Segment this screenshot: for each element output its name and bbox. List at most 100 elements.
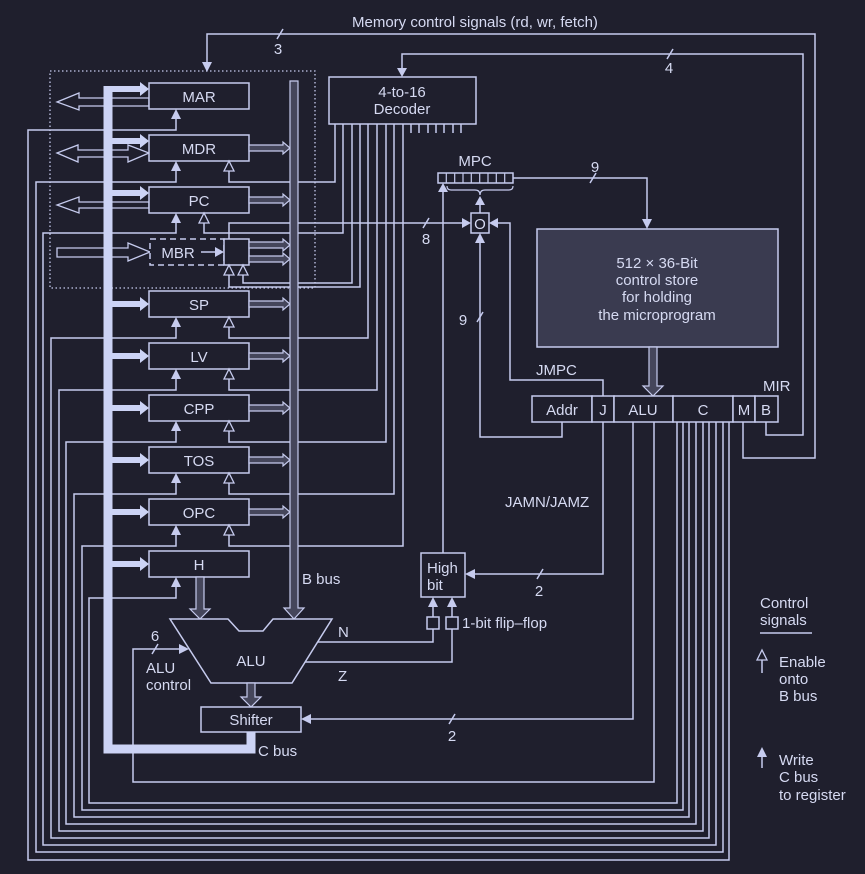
c-bus-arrow-h xyxy=(112,557,149,571)
register-sp: SP xyxy=(148,290,291,328)
mir-field-alu xyxy=(613,395,674,423)
register-mar: MAR xyxy=(148,82,250,119)
mir-field-c xyxy=(672,395,734,423)
decoder-unused-outputs xyxy=(410,124,462,133)
enable-b-bus-icon xyxy=(222,471,236,484)
enable-legend-icon xyxy=(755,648,769,661)
jmpc-line xyxy=(498,222,604,396)
jmpc-arrow xyxy=(489,218,498,228)
legend-write-3: to register xyxy=(779,787,846,804)
mir-label: MIR xyxy=(763,378,791,395)
decoder-label-1: 4-to-16 xyxy=(378,84,426,101)
register-pc: PC xyxy=(148,186,291,224)
write-c-bus-icon xyxy=(171,161,181,171)
register-label: PC xyxy=(189,193,210,210)
legend-title-1: Control xyxy=(760,595,808,612)
memory-control-label: Memory control signals (rd, wr, fetch) xyxy=(352,14,598,31)
write-line-sp xyxy=(50,327,710,839)
alu-to-shifter-arrow xyxy=(239,682,263,708)
memory-control-line xyxy=(206,33,816,459)
shifter-control-arrow xyxy=(301,714,311,724)
decoder-input-width: 4 xyxy=(665,60,673,77)
c-bus-arrow-pc xyxy=(112,186,149,200)
write-line-opc xyxy=(81,422,684,811)
b-bus xyxy=(282,80,306,620)
register-mdr: MDR xyxy=(148,134,291,172)
enable-b-bus-icon xyxy=(222,367,236,380)
pc-to-memory-arrow xyxy=(55,196,150,214)
n-line xyxy=(317,629,434,643)
mbr-internal-arrow-head xyxy=(215,247,224,257)
c-field-write-lines xyxy=(27,119,730,861)
register-tos: TOS xyxy=(148,446,291,484)
mir-register: Addr J ALU C M B xyxy=(531,395,779,423)
b-field-line xyxy=(401,53,804,436)
register-opc: OPC xyxy=(148,498,291,536)
shifter-control-line xyxy=(311,422,634,720)
enable-line-pc xyxy=(203,124,344,234)
enable-b-bus-icon xyxy=(197,211,211,224)
b-bus-output-arrow xyxy=(248,140,291,156)
z-label: Z xyxy=(338,668,347,685)
alu-control-label-1: ALU xyxy=(146,660,175,677)
mpc-output-width: 9 xyxy=(591,159,599,176)
register-label: LV xyxy=(190,349,207,366)
addr-line xyxy=(479,243,563,438)
legend-enable-1: Enable xyxy=(779,654,826,671)
mir-field-b xyxy=(754,395,779,423)
enable-b-bus-icon xyxy=(222,263,236,276)
z-flip-flop-arrow xyxy=(447,597,457,607)
control-store-line-1: 512 × 36-Bit xyxy=(616,255,698,272)
register-label: H xyxy=(194,557,205,574)
flip-flop-label: 1-bit flip–flop xyxy=(462,615,547,632)
legend-enable-3: B bus xyxy=(779,688,817,705)
register-box xyxy=(148,186,250,214)
high-bit-label-1: High xyxy=(427,560,458,577)
write-c-bus-icon xyxy=(171,473,181,483)
high-bit-to-mpc-arrow xyxy=(438,183,448,192)
mpc-bit-dividers xyxy=(445,173,506,183)
write-line-mar xyxy=(27,119,730,861)
enable-b-bus-icon xyxy=(222,523,236,536)
memory-control-width-slash xyxy=(276,28,284,40)
b-bus-label: B bus xyxy=(302,571,340,588)
jam-slash xyxy=(536,568,544,580)
b-bus-output-arrow xyxy=(248,348,291,364)
enable-line-opc xyxy=(228,124,404,547)
shifter-label: Shifter xyxy=(229,712,272,729)
control-store xyxy=(536,228,779,348)
register-label: TOS xyxy=(184,453,215,470)
or-box xyxy=(470,212,490,234)
control-store-line-3: for holding xyxy=(622,289,692,306)
shifter-control-width: 2 xyxy=(448,728,456,745)
memory-interface-region xyxy=(49,70,316,289)
mbr-to-mpc-width: 8 xyxy=(422,231,430,248)
write-line-mdr xyxy=(35,171,724,853)
addr-arrow xyxy=(475,233,485,243)
write-c-bus-icon xyxy=(171,525,181,535)
enable-b-bus-icon xyxy=(222,315,236,328)
register-cpp: CPP xyxy=(148,394,291,432)
enable-b-bus-icon xyxy=(222,159,236,172)
high-bit-box xyxy=(420,552,466,598)
legend: Control signals Enable onto B bus Write … xyxy=(755,595,846,804)
write-line-lv xyxy=(58,379,704,832)
mir-field-label: C xyxy=(698,402,709,419)
write-legend-icon xyxy=(757,747,767,757)
mir-field-label: ALU xyxy=(628,402,657,419)
register-box xyxy=(148,394,250,422)
register-label: MDR xyxy=(182,141,216,158)
b-bus-output-arrow xyxy=(248,400,291,416)
addr-width: 9 xyxy=(459,312,467,329)
register-box xyxy=(148,342,250,370)
mbr-to-mpc-line xyxy=(228,222,462,239)
write-c-bus-icon xyxy=(171,421,181,431)
write-c-bus-icon xyxy=(171,213,181,223)
register-h: H xyxy=(148,550,250,587)
memory-control-width: 3 xyxy=(274,41,282,58)
shifter-control-slash xyxy=(448,713,456,725)
mpc-to-store-line xyxy=(513,177,648,219)
mpc-label: MPC xyxy=(458,153,492,170)
mar-to-memory-arrow xyxy=(55,92,150,111)
n-label: N xyxy=(338,624,349,641)
